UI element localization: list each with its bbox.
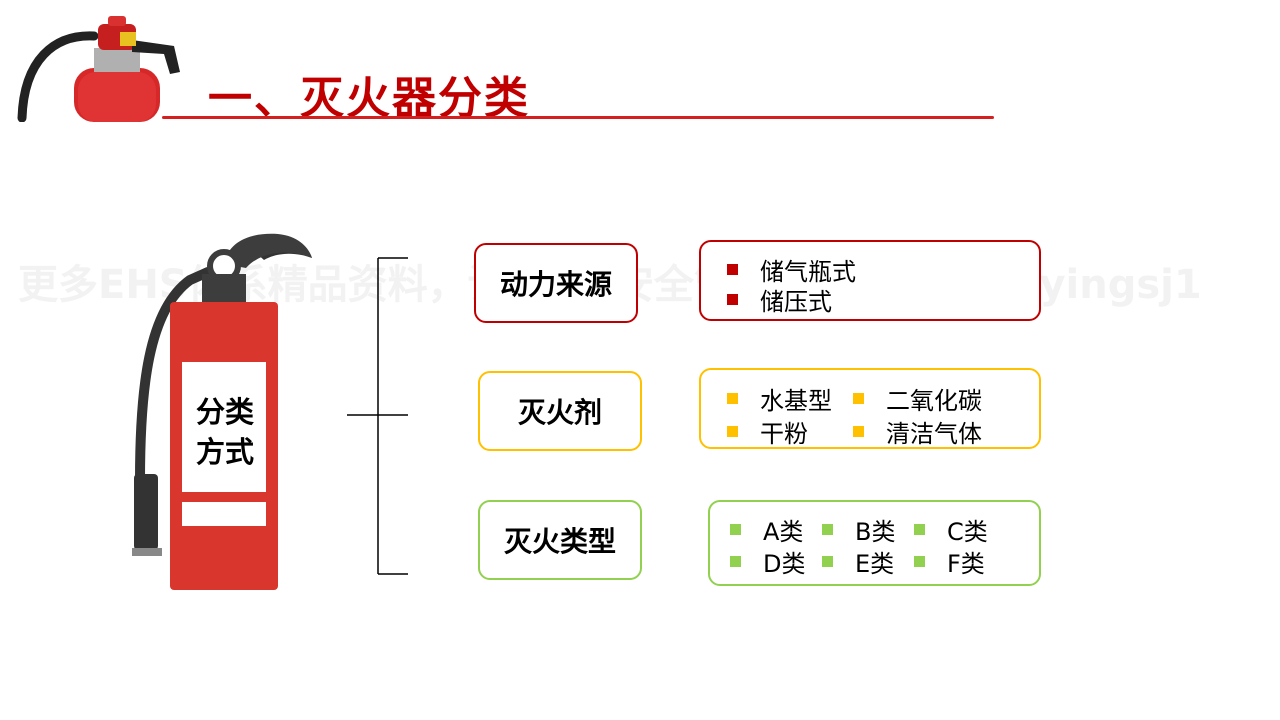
bullet-square-icon bbox=[727, 426, 738, 437]
bullet-square-icon bbox=[822, 524, 833, 535]
item-label: C类 bbox=[947, 518, 988, 546]
item-label: D类 bbox=[763, 550, 806, 578]
list-item: 水基型 bbox=[727, 381, 832, 416]
list-item: 储压式 bbox=[727, 282, 832, 317]
list-item: E类 bbox=[822, 544, 894, 579]
item-label: F类 bbox=[947, 550, 985, 578]
list-item: F类 bbox=[914, 544, 985, 579]
center-label-line-1: 分类 bbox=[195, 395, 254, 429]
center-label-line-2: 方式 bbox=[195, 435, 254, 469]
bullet-square-icon bbox=[730, 524, 741, 535]
bullet-square-icon bbox=[914, 524, 925, 535]
items-extinguishing-agent: 水基型 二氧化碳 干粉 清洁气体 bbox=[699, 368, 1041, 449]
fire-extinguisher-icon bbox=[132, 233, 312, 590]
items-power-source: 储气瓶式 储压式 bbox=[699, 240, 1041, 321]
bullet-square-icon bbox=[914, 556, 925, 567]
list-item: 清洁气体 bbox=[853, 414, 982, 449]
category-power-source: 动力来源 bbox=[474, 243, 638, 323]
bullet-square-icon bbox=[730, 556, 741, 567]
item-label: 储压式 bbox=[760, 288, 832, 316]
bullet-square-icon bbox=[727, 264, 738, 275]
title-underline bbox=[162, 116, 994, 119]
category-extinguishing-agent: 灭火剂 bbox=[478, 371, 642, 451]
page-title: 一、灭火器分类 bbox=[208, 73, 530, 124]
header-extinguisher-icon bbox=[17, 16, 180, 122]
list-item: 储气瓶式 bbox=[727, 252, 856, 287]
bullet-square-icon bbox=[853, 393, 864, 404]
list-item: B类 bbox=[822, 512, 895, 547]
category-label: 动力来源 bbox=[499, 268, 612, 301]
list-item: D类 bbox=[730, 544, 805, 579]
item-label: 干粉 bbox=[760, 420, 808, 448]
item-label: 储气瓶式 bbox=[760, 258, 856, 286]
item-label: 清洁气体 bbox=[886, 420, 982, 448]
item-label: E类 bbox=[855, 550, 895, 578]
item-label: 二氧化碳 bbox=[886, 387, 982, 415]
category-label: 灭火剂 bbox=[517, 396, 602, 429]
bullet-square-icon bbox=[853, 426, 864, 437]
classification-method-label: 分类 方式 bbox=[182, 392, 268, 472]
category-fire-type: 灭火类型 bbox=[478, 500, 642, 580]
item-label: A类 bbox=[763, 518, 804, 546]
list-item: 二氧化碳 bbox=[853, 381, 982, 416]
item-label: B类 bbox=[855, 518, 896, 546]
category-label: 灭火类型 bbox=[503, 525, 616, 558]
bullet-square-icon bbox=[727, 294, 738, 305]
list-item: 干粉 bbox=[727, 414, 808, 449]
list-item: C类 bbox=[914, 512, 988, 547]
bullet-square-icon bbox=[822, 556, 833, 567]
items-fire-type: A类 B类 C类 D类 E类 F类 bbox=[708, 500, 1041, 586]
bracket-connector bbox=[347, 257, 408, 575]
bullet-square-icon bbox=[727, 393, 738, 404]
item-label: 水基型 bbox=[760, 387, 832, 415]
list-item: A类 bbox=[730, 512, 803, 547]
